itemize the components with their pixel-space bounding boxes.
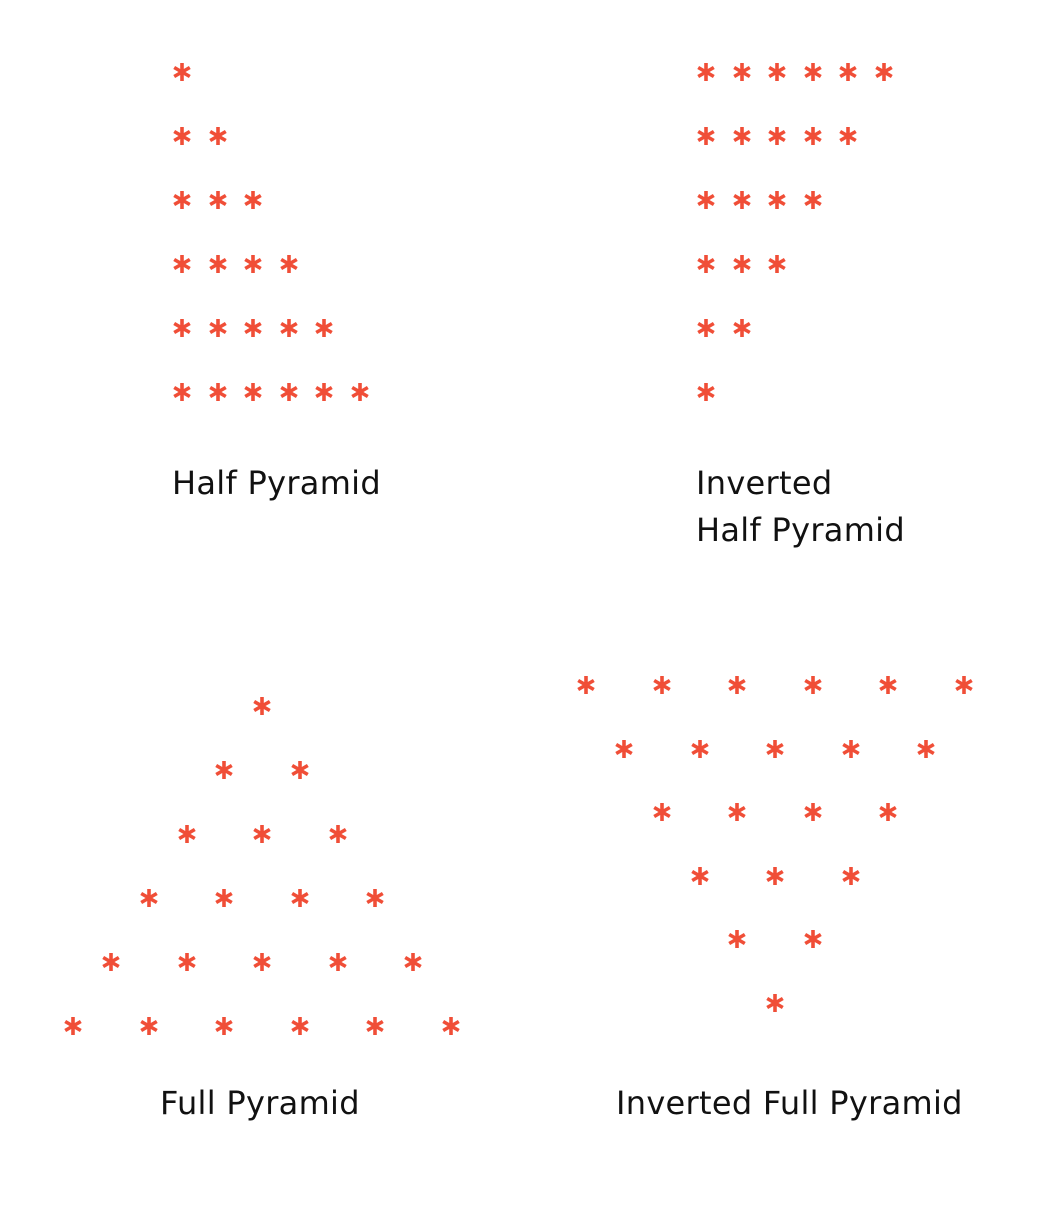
- asterisk-icon: [290, 888, 310, 908]
- asterisk-icon: [841, 739, 861, 759]
- asterisk-icon: [690, 866, 710, 886]
- caption-line: Half Pyramid: [696, 511, 905, 549]
- asterisk-icon: [652, 802, 672, 822]
- asterisk-icon: [172, 190, 192, 210]
- asterisk-icon: [916, 739, 936, 759]
- asterisk-icon: [803, 929, 823, 949]
- asterisk-icon: [732, 190, 752, 210]
- asterisk-icon: [767, 254, 787, 274]
- asterisk-icon: [208, 318, 228, 338]
- asterisk-icon: [139, 888, 159, 908]
- asterisk-icon: [290, 760, 310, 780]
- asterisk-icon: [732, 126, 752, 146]
- asterisk-icon: [350, 382, 370, 402]
- asterisk-icon: [727, 802, 747, 822]
- asterisk-icon: [765, 993, 785, 1013]
- asterisk-icon: [441, 1016, 461, 1036]
- asterisk-icon: [696, 254, 716, 274]
- asterisk-icon: [172, 126, 192, 146]
- asterisk-icon: [803, 190, 823, 210]
- asterisk-icon: [208, 126, 228, 146]
- asterisk-icon: [214, 760, 234, 780]
- asterisk-icon: [279, 318, 299, 338]
- asterisk-icon: [696, 126, 716, 146]
- asterisk-icon: [252, 696, 272, 716]
- caption-line: Full Pyramid: [160, 1084, 360, 1122]
- asterisk-icon: [243, 190, 263, 210]
- asterisk-icon: [214, 888, 234, 908]
- asterisk-icon: [314, 382, 334, 402]
- asterisk-icon: [614, 739, 634, 759]
- inverted-full-pyramid-caption: Inverted Full Pyramid: [616, 1080, 963, 1127]
- asterisk-icon: [279, 254, 299, 274]
- asterisk-icon: [328, 952, 348, 972]
- asterisk-icon: [696, 318, 716, 338]
- asterisk-icon: [243, 318, 263, 338]
- asterisk-icon: [63, 1016, 83, 1036]
- asterisk-icon: [841, 866, 861, 886]
- asterisk-icon: [214, 1016, 234, 1036]
- asterisk-icon: [878, 802, 898, 822]
- asterisk-icon: [243, 254, 263, 274]
- asterisk-icon: [208, 254, 228, 274]
- asterisk-icon: [803, 126, 823, 146]
- asterisk-icon: [172, 62, 192, 82]
- asterisk-icon: [177, 952, 197, 972]
- asterisk-icon: [696, 382, 716, 402]
- asterisk-icon: [874, 62, 894, 82]
- asterisk-icon: [727, 929, 747, 949]
- full-pyramid-caption: Full Pyramid: [160, 1080, 360, 1127]
- asterisk-icon: [243, 382, 263, 402]
- asterisk-icon: [365, 888, 385, 908]
- asterisk-icon: [727, 675, 747, 695]
- asterisk-icon: [878, 675, 898, 695]
- asterisk-icon: [652, 675, 672, 695]
- asterisk-icon: [172, 318, 192, 338]
- caption-line: Inverted: [696, 464, 833, 502]
- inverted-half-pyramid-caption: Inverted Half Pyramid: [696, 460, 905, 554]
- asterisk-icon: [576, 675, 596, 695]
- asterisk-icon: [767, 126, 787, 146]
- asterisk-icon: [696, 190, 716, 210]
- asterisk-icon: [290, 1016, 310, 1036]
- asterisk-icon: [954, 675, 974, 695]
- asterisk-icon: [172, 254, 192, 274]
- asterisk-icon: [279, 382, 299, 402]
- asterisk-icon: [208, 382, 228, 402]
- asterisk-icon: [690, 739, 710, 759]
- asterisk-icon: [732, 254, 752, 274]
- asterisk-icon: [732, 318, 752, 338]
- asterisk-icon: [803, 802, 823, 822]
- asterisk-icon: [765, 866, 785, 886]
- asterisk-icon: [252, 952, 272, 972]
- asterisk-icon: [767, 62, 787, 82]
- asterisk-icon: [765, 739, 785, 759]
- asterisk-icon: [172, 382, 192, 402]
- caption-line: Inverted Full Pyramid: [616, 1084, 963, 1122]
- caption-line: Half Pyramid: [172, 464, 381, 502]
- asterisk-icon: [101, 952, 121, 972]
- asterisk-icon: [328, 824, 348, 844]
- asterisk-icon: [767, 190, 787, 210]
- asterisk-icon: [365, 1016, 385, 1036]
- asterisk-icon: [403, 952, 423, 972]
- asterisk-icon: [803, 675, 823, 695]
- asterisk-icon: [314, 318, 334, 338]
- asterisk-icon: [838, 126, 858, 146]
- asterisk-icon: [732, 62, 752, 82]
- asterisk-icon: [252, 824, 272, 844]
- asterisk-icon: [177, 824, 197, 844]
- asterisk-icon: [696, 62, 716, 82]
- asterisk-icon: [208, 190, 228, 210]
- asterisk-icon: [139, 1016, 159, 1036]
- asterisk-icon: [803, 62, 823, 82]
- half-pyramid-caption: Half Pyramid: [172, 460, 381, 507]
- asterisk-icon: [838, 62, 858, 82]
